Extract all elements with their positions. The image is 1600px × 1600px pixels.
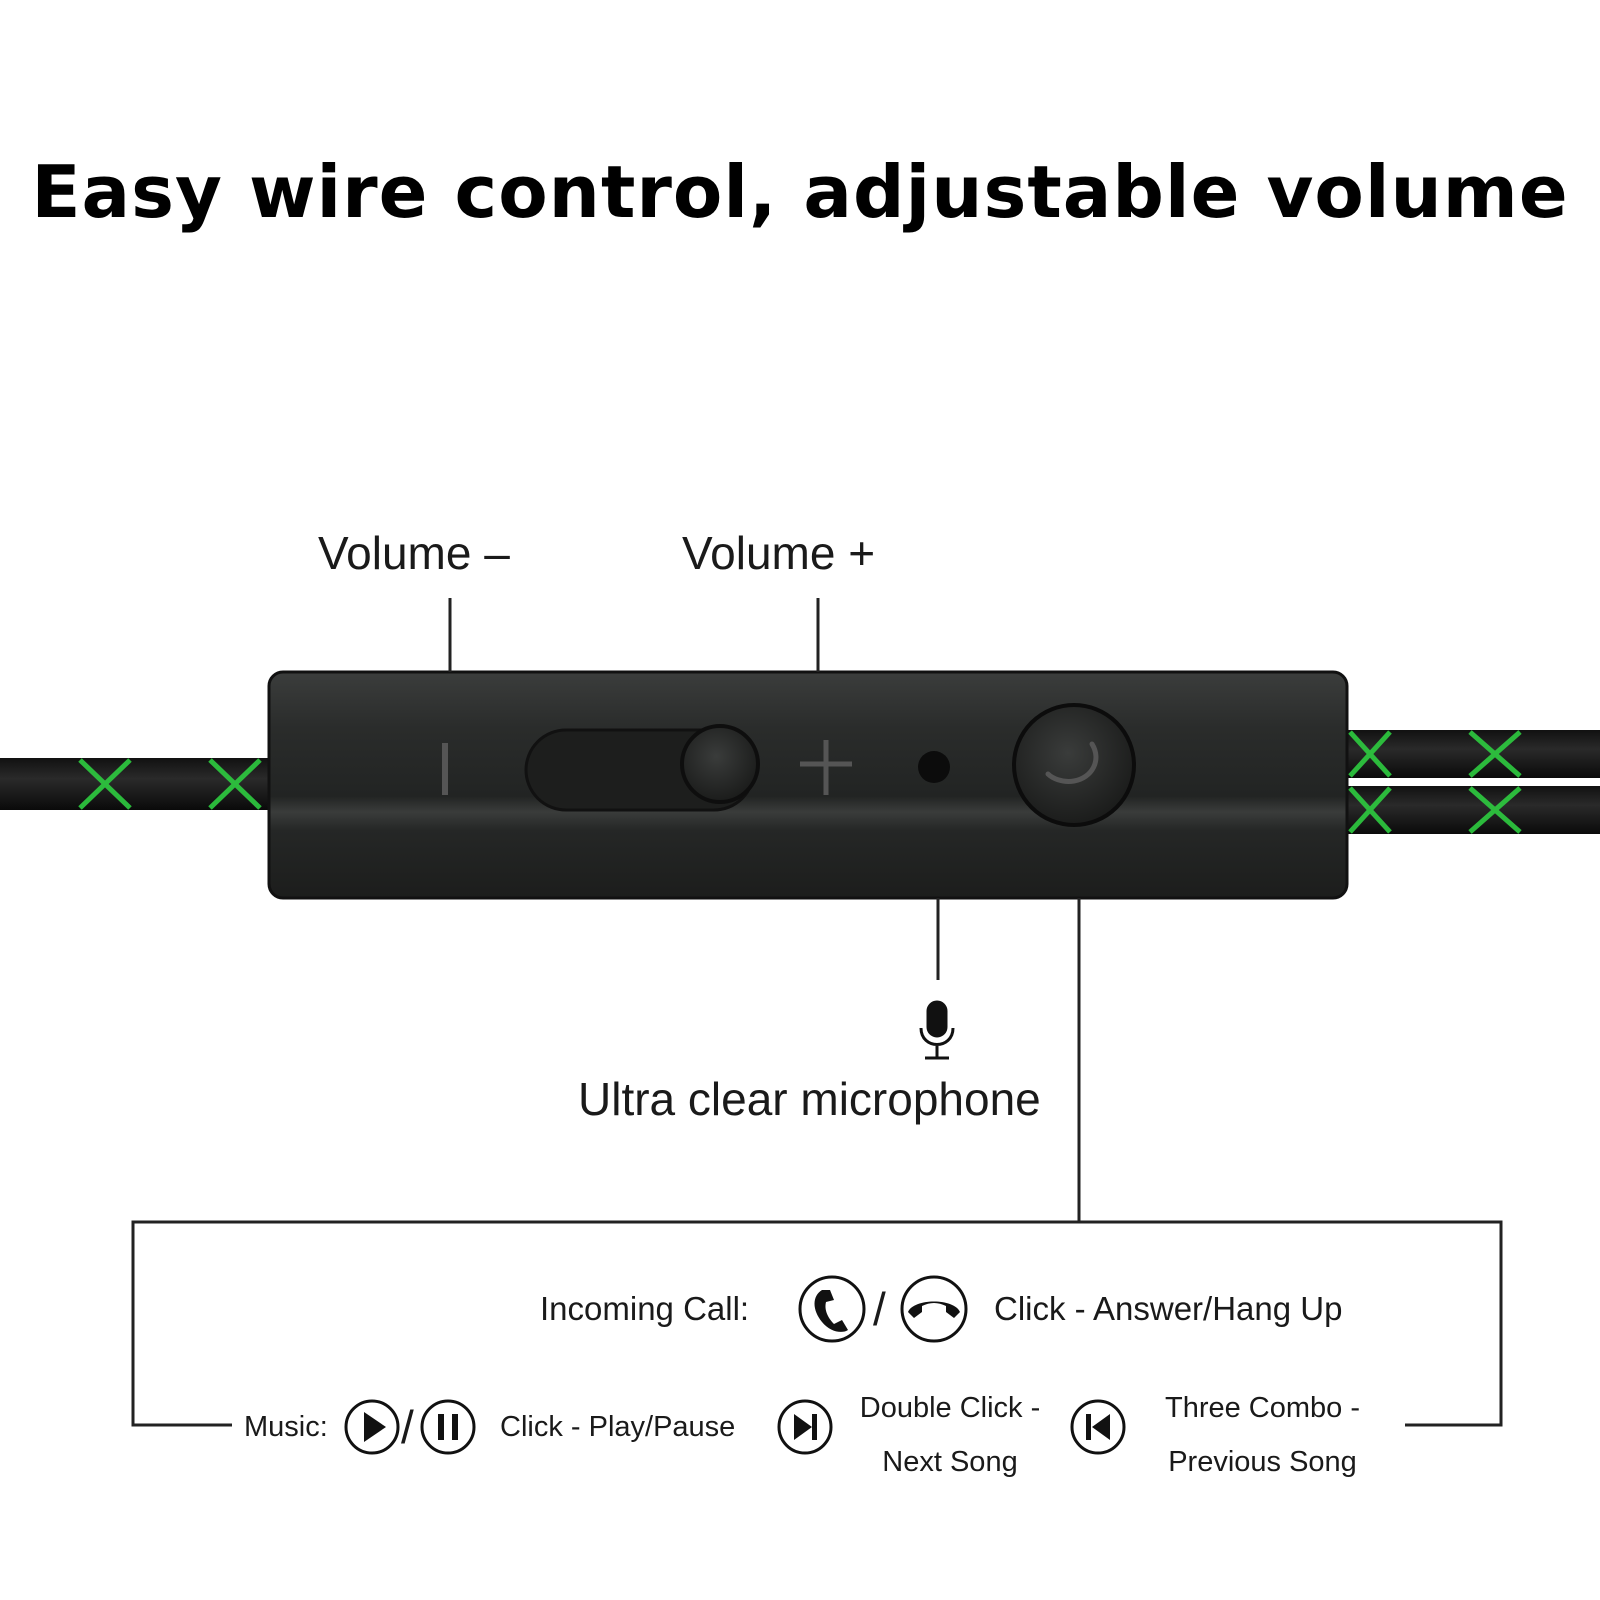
minus-marker (442, 743, 448, 795)
page-title: Easy wire control, adjustable volume (31, 150, 1569, 234)
play-pause-action: Click - Play/Pause (500, 1411, 736, 1443)
phone-answer-icon (798, 1275, 866, 1343)
plus-marker (800, 740, 852, 795)
callout-lines (131, 598, 1503, 1427)
incoming-call-separator: / (873, 1283, 886, 1335)
previous-song-line2: Previous Song (1168, 1446, 1357, 1478)
call-button-phone-icon (1045, 741, 1099, 784)
pause-icon (420, 1399, 476, 1455)
right-cables (1340, 730, 1600, 834)
music-label: Music: (244, 1411, 328, 1443)
left-cable (0, 758, 272, 810)
previous-song-line1: Three Combo - (1164, 1392, 1360, 1424)
next-song-line2: Next Song (882, 1446, 1018, 1478)
microphone-icon (919, 1000, 955, 1060)
volume-minus-label: Volume – (318, 527, 510, 579)
music-separator: / (401, 1401, 414, 1453)
call-button (1012, 703, 1136, 827)
volume-slider-knob (680, 724, 760, 804)
remote-body (267, 670, 1349, 900)
volume-plus-label: Volume + (682, 527, 876, 579)
incoming-call-label: Incoming Call: (540, 1290, 750, 1327)
play-icon (344, 1399, 400, 1455)
phone-hangup-icon (900, 1275, 968, 1343)
microphone-hole (918, 751, 950, 783)
previous-track-icon (1070, 1399, 1126, 1455)
microphone-label: Ultra clear microphone (578, 1073, 1041, 1125)
next-song-line1: Double Click - (859, 1392, 1041, 1424)
next-track-icon (777, 1399, 833, 1455)
incoming-call-action: Click - Answer/Hang Up (994, 1290, 1343, 1327)
